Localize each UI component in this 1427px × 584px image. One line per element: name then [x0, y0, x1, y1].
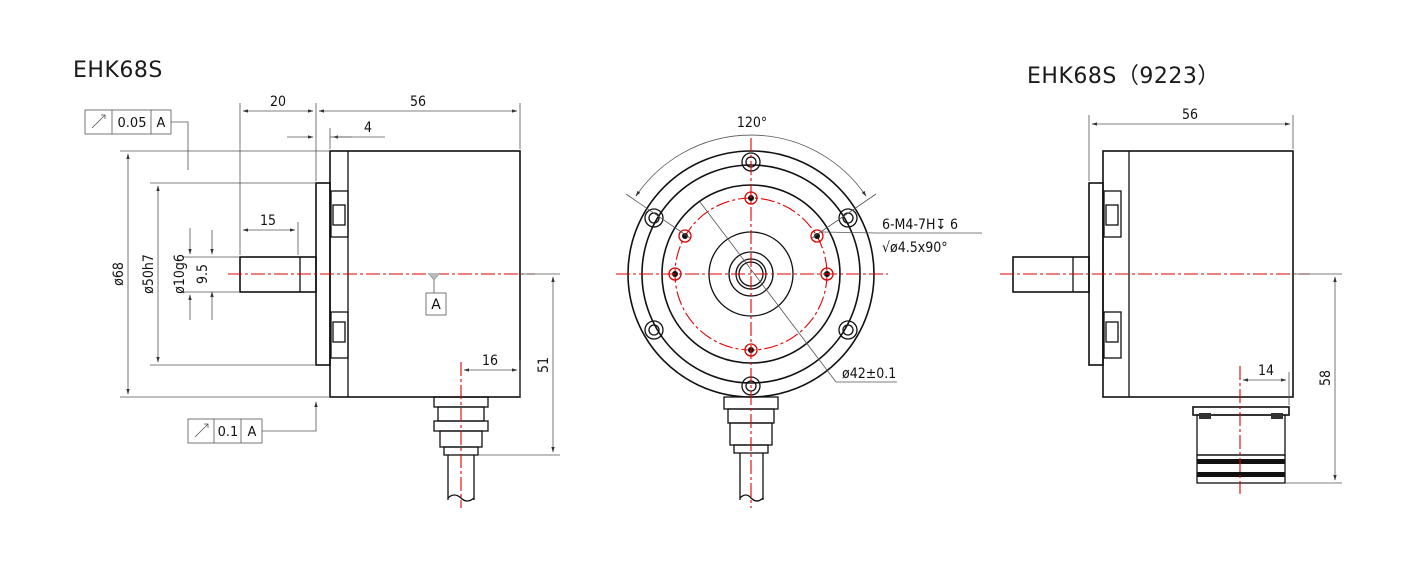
right-view: 56 14 58	[1000, 107, 1342, 494]
datum-label: A	[431, 297, 441, 313]
svg-text:0.05: 0.05	[118, 116, 147, 131]
runout-tolerance-2: 0.1 A	[187, 401, 318, 444]
dia-spigot: ø50h7	[141, 254, 157, 294]
pcd-label: ø42±0.1	[842, 366, 896, 382]
runout-arrow-icon	[91, 114, 106, 129]
right-dim-connector: 14	[1258, 363, 1274, 379]
holes-note-thread: 6-M4-7H↧ 6	[882, 217, 958, 233]
runout-tolerance-1: 0.05 A	[84, 109, 189, 170]
runout-arrow-icon	[194, 423, 209, 438]
holes-note-counterbore: √ø4.5x90°	[882, 240, 948, 256]
title-ehk68s-9223: EHK68S（9223）	[1027, 64, 1220, 89]
svg-text:A: A	[157, 116, 166, 131]
dim-body-length: 56	[410, 94, 426, 110]
right-dim-height: 58	[1318, 370, 1334, 386]
svg-text:A: A	[248, 425, 257, 440]
angle-label: 120°	[737, 115, 767, 131]
dim-shaft-length: 20	[270, 94, 286, 110]
dia-body: ø68	[111, 262, 127, 286]
dim-shaft-flat: 15	[260, 213, 276, 229]
front-view: 120° 6-M4-7H↧ 6 √ø4.5x90° ø42±0.1	[616, 115, 982, 508]
connector-9223	[1192, 406, 1290, 484]
dim-cable-offset: 16	[482, 353, 498, 369]
dim-flange: 4	[364, 120, 372, 136]
svg-text:0.1: 0.1	[218, 425, 239, 440]
side-view: A 20 56 4 15 ø68 ø50h7 ø10g6 9.5	[84, 94, 560, 508]
dim-cable-height: 51	[536, 357, 552, 373]
right-dim-body-length: 56	[1182, 107, 1198, 123]
dia-shaft: ø10g6	[172, 254, 188, 294]
dim-flat: 9.5	[195, 264, 211, 284]
title-ehk68s: EHK68S	[73, 58, 163, 83]
